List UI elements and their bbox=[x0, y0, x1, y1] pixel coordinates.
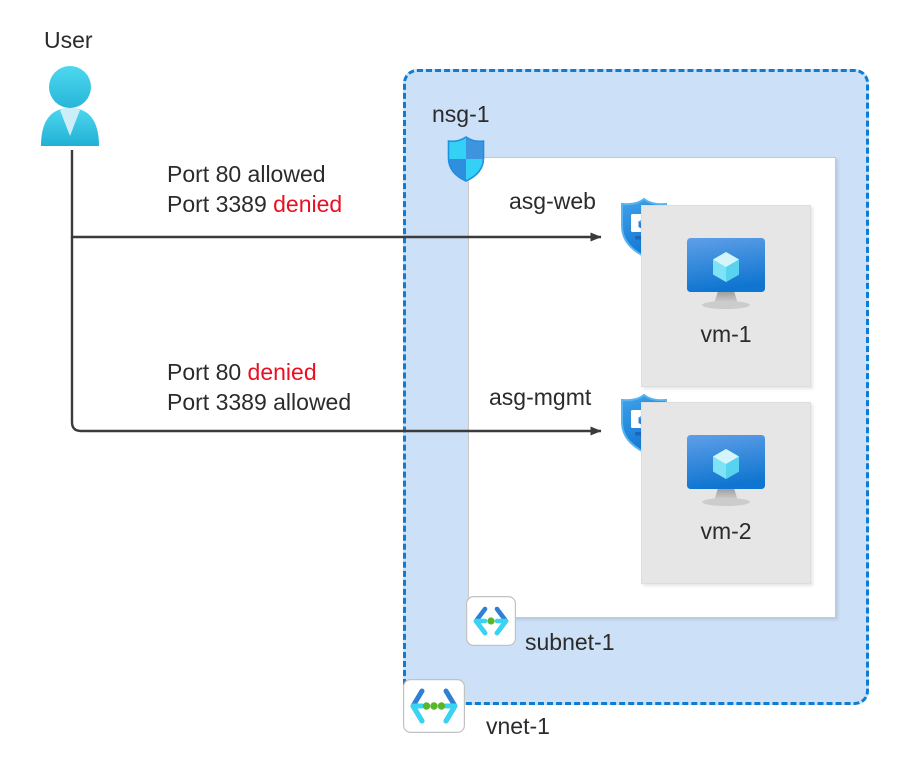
vm-2-icon bbox=[680, 429, 772, 518]
rule-mgmt-line-1-prefix: Port 80 bbox=[167, 359, 248, 385]
nsg-label: nsg-1 bbox=[432, 101, 490, 127]
asg-web-label: asg-web bbox=[509, 188, 596, 214]
rule-web-line-1-prefix: Port 80 bbox=[167, 161, 248, 187]
vm-2-card: vm-2 bbox=[641, 402, 811, 584]
rule-web-text: Port 80 allowed Port 3389 denied bbox=[167, 159, 342, 219]
rule-mgmt-line-1: Port 80 denied bbox=[167, 357, 351, 387]
rule-web-line-2-status: denied bbox=[273, 191, 343, 217]
rule-mgmt-text: Port 80 denied Port 3389 allowed bbox=[167, 357, 351, 417]
vnet-icon bbox=[403, 679, 465, 738]
vm-1-icon bbox=[680, 232, 772, 321]
nsg-shield-icon bbox=[446, 136, 486, 187]
vm-2-label: vm-2 bbox=[700, 518, 752, 544]
rule-mgmt-line-1-status: denied bbox=[247, 359, 317, 385]
rule-web-line-1-status: allowed bbox=[247, 161, 326, 187]
user-label: User bbox=[44, 27, 93, 53]
rule-web-line-2: Port 3389 denied bbox=[167, 189, 342, 219]
rule-mgmt-line-2-status: allowed bbox=[273, 389, 352, 415]
user-icon bbox=[36, 60, 104, 153]
asg-mgmt-label: asg-mgmt bbox=[489, 384, 592, 410]
vm-1-label: vm-1 bbox=[700, 321, 752, 347]
rule-web-line-2-prefix: Port 3389 bbox=[167, 191, 274, 217]
vnet-label: vnet-1 bbox=[486, 713, 550, 739]
rule-mgmt-line-2-prefix: Port 3389 bbox=[167, 389, 274, 415]
subnet-label: subnet-1 bbox=[525, 629, 615, 655]
vm-1-card: vm-1 bbox=[641, 205, 811, 387]
rule-web-line-1: Port 80 allowed bbox=[167, 159, 342, 189]
subnet-icon bbox=[466, 596, 516, 651]
rule-mgmt-line-2: Port 3389 allowed bbox=[167, 387, 351, 417]
